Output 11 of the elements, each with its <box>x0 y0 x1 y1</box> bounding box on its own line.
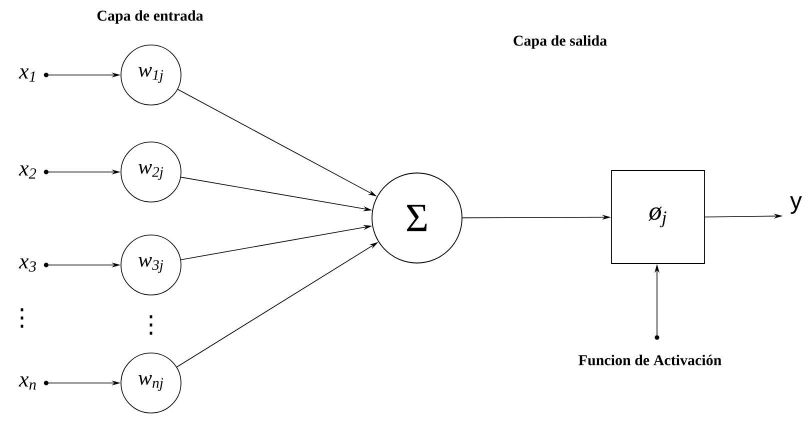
activation-box: ø$_{j}$ <box>611 170 705 264</box>
ellipsis-dots: ⋮ <box>20 308 24 328</box>
input-label: x$_{3}$ <box>18 258 48 272</box>
output-label: y <box>790 196 802 214</box>
layer-heading: Capa de salida <box>514 35 607 49</box>
input-label: x$_{2}$ <box>18 165 48 179</box>
activation-label: Funcion de Activación <box>578 335 722 366</box>
input-label: x$_{n}$ <box>18 376 48 390</box>
layer-heading: Capa de entrada <box>97 10 204 24</box>
input-label: x$_{1}$ <box>18 68 48 82</box>
ellipsis-dots: ⋮ <box>150 315 152 335</box>
